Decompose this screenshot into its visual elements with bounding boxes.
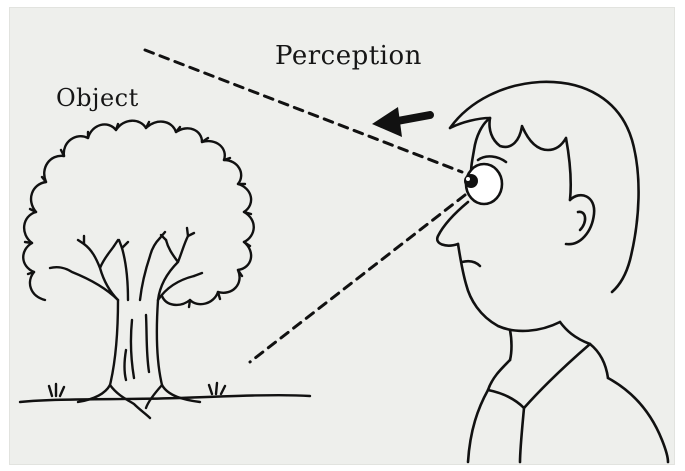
collar (488, 344, 608, 408)
nose (437, 202, 468, 246)
arrow-left-icon (372, 107, 430, 137)
object-label: Object (56, 84, 139, 112)
ear (566, 195, 594, 244)
mouth (462, 261, 480, 266)
person-icon (437, 82, 668, 462)
shirt (468, 378, 668, 462)
eye-icon (464, 156, 506, 204)
ground-line (20, 395, 310, 402)
sight-lines (145, 50, 465, 362)
lower-sight-line (250, 195, 465, 362)
perception-label: Perception (275, 41, 422, 71)
tree-icon (20, 121, 310, 418)
chin (458, 244, 560, 331)
tree-canopy (23, 121, 254, 305)
